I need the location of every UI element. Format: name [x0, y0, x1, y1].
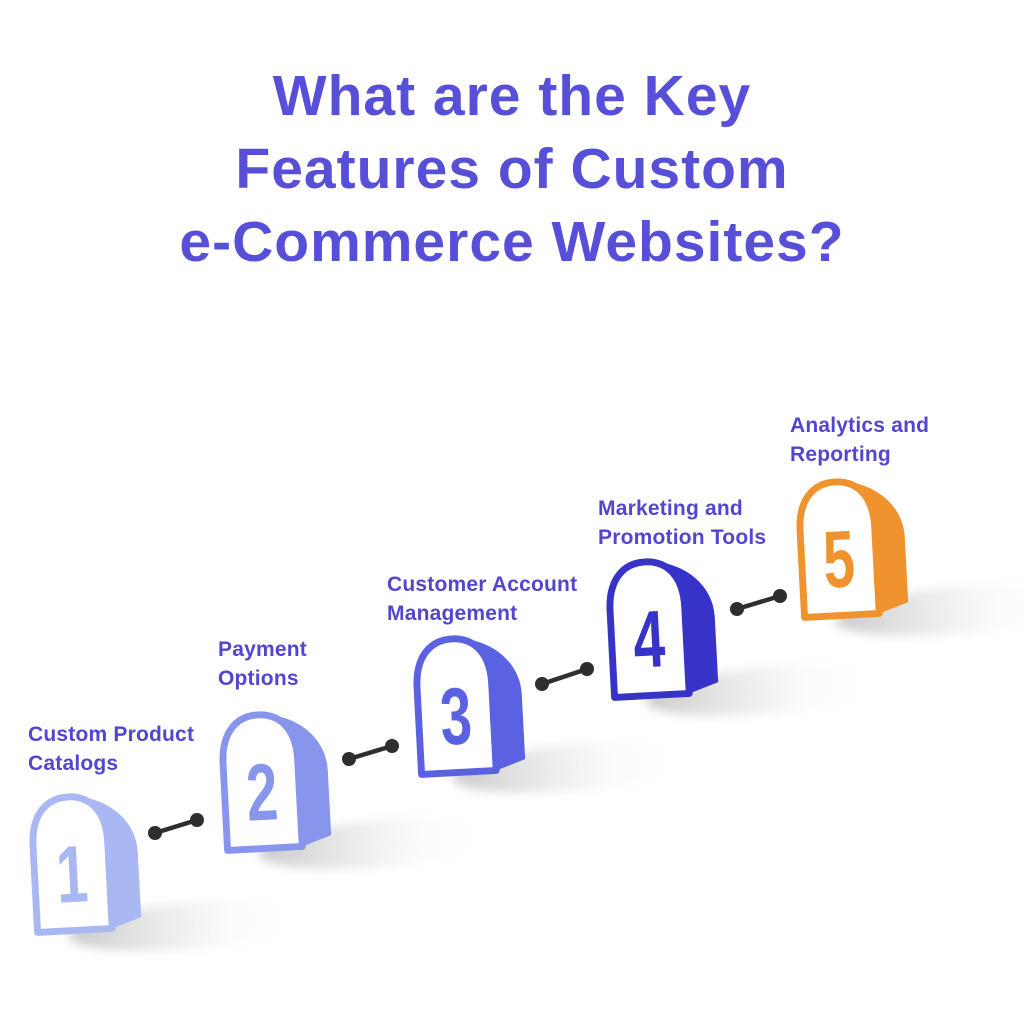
connector-line: [154, 817, 198, 836]
step-number-4: 4: [631, 593, 667, 685]
step-arch-svg-2: 2: [219, 711, 332, 854]
step-label-4-line-1: Marketing and: [598, 497, 743, 520]
connector-line: [736, 593, 781, 612]
connector-line: [541, 666, 588, 687]
step-arch-svg-4: 4: [606, 558, 719, 701]
step-arch-svg-5: 5: [796, 478, 909, 621]
step-number-5: 5: [821, 513, 857, 605]
connector-dot-end: [385, 739, 399, 753]
page-title: What are the Key Features of Custom e-Co…: [0, 60, 1024, 279]
title-line-2: Features of Custom: [235, 137, 789, 201]
step-number-1: 1: [54, 828, 90, 920]
step-label-1-line-1: Custom Product: [28, 723, 195, 746]
connector-dot-start: [535, 677, 549, 691]
connector-1: [148, 813, 204, 840]
connector-line: [348, 743, 393, 762]
step-arch-svg-3: 3: [413, 635, 526, 778]
step-label-3-line-1: Customer Account: [387, 573, 578, 596]
arch-front-face: [29, 793, 116, 936]
arch-side-face: [834, 481, 909, 614]
step-arch-svg-1: 1: [29, 793, 142, 936]
step-label-2-line-1: Payment: [218, 638, 307, 661]
connector-dot-start: [730, 602, 744, 616]
step-label-5-line-2: Reporting: [790, 443, 891, 466]
connector-dot-end: [773, 589, 787, 603]
step-arch-4: 4: [599, 548, 725, 702]
step-label-3-line-2: Management: [387, 602, 518, 625]
arch-side-face: [257, 714, 332, 847]
title-line-1: What are the Key: [272, 64, 752, 128]
arch-front-face: [219, 711, 306, 854]
title-line-3: e-Commerce Websites?: [179, 210, 845, 274]
connector-dot-end: [580, 662, 594, 676]
connector-dot-end: [190, 813, 204, 827]
arch-front-face: [606, 558, 693, 701]
connector-dot-start: [342, 752, 356, 766]
step-label-1-line-2: Catalogs: [28, 752, 119, 775]
connector-dot-start: [148, 826, 162, 840]
connector-4: [730, 589, 787, 616]
step-label-2-line-2: Options: [218, 667, 299, 690]
step-arch-2: 2: [212, 701, 338, 855]
step-number-2: 2: [244, 746, 280, 838]
step-arch-5: 5: [789, 468, 915, 622]
step-arch-3: 3: [406, 625, 532, 779]
step-number-3: 3: [438, 670, 474, 762]
connector-3: [535, 662, 594, 691]
step-arch-1: 1: [22, 783, 148, 937]
arch-side-face: [67, 796, 142, 929]
arch-side-face: [451, 638, 526, 771]
connector-2: [342, 739, 399, 766]
arch-front-face: [796, 478, 883, 621]
step-label-4-line-2: Promotion Tools: [598, 526, 767, 549]
step-label-5-line-1: Analytics and: [790, 414, 930, 437]
arch-front-face: [413, 635, 500, 778]
arch-side-face: [644, 561, 719, 694]
